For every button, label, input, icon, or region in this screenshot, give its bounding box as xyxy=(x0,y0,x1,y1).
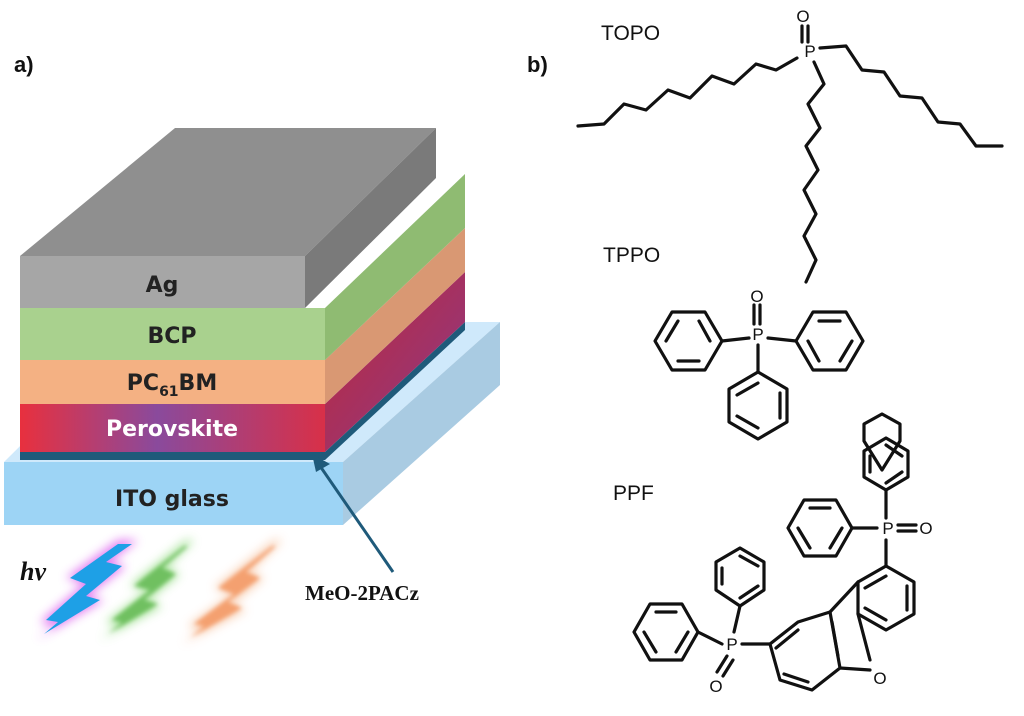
bcp-layer: BCP xyxy=(20,174,465,360)
panel-b-label: b) xyxy=(527,52,548,77)
interlayer-arrow xyxy=(312,454,395,573)
ppf-structure: P O O xyxy=(632,412,933,696)
ag-layer: Ag xyxy=(20,128,436,308)
pcbm-label-main: PC xyxy=(127,371,159,396)
hv-label: hv xyxy=(20,557,46,586)
topo-phosphorus-atom: P xyxy=(804,42,815,61)
pcbm-layer: PC61BM xyxy=(20,228,465,404)
perovskite-layer: Perovskite xyxy=(20,272,465,452)
ppf-lower-oxygen-atom: O xyxy=(709,677,722,696)
pcbm-label-subscript: 61 xyxy=(159,384,178,400)
pcbm-label-end: BM xyxy=(179,371,218,396)
topo-name: TOPO xyxy=(601,22,660,45)
meo-2pacz-layer xyxy=(20,322,465,460)
tppo-oxygen-atom: O xyxy=(750,287,763,306)
tppo-structure: O P xyxy=(653,287,865,441)
ppf-furan-oxygen-atom: O xyxy=(873,669,886,688)
topo-structure: O P xyxy=(576,7,1004,284)
bcp-label: BCP xyxy=(147,324,196,349)
panel-b: b) TOPO O P TPPO O P xyxy=(527,7,1004,696)
panel-a-label: a) xyxy=(14,52,34,77)
ppf-upper-oxygen-atom: O xyxy=(919,519,932,538)
ppf-upper-phosphorus-atom: P xyxy=(882,519,893,538)
ito-glass-label: ITO glass xyxy=(115,487,229,512)
tppo-name: TPPO xyxy=(603,244,660,267)
ag-label: Ag xyxy=(146,273,179,298)
topo-oxygen-atom: O xyxy=(796,7,809,26)
light-bolt-orange xyxy=(182,540,282,644)
light-bolt-blue xyxy=(36,540,138,640)
perovskite-label: Perovskite xyxy=(106,417,238,442)
panel-a: a) ITO glass Perovskite PC61BM xyxy=(4,52,500,644)
light-bolt-green xyxy=(100,540,194,640)
meo-2pacz-label: MeO-2PACz xyxy=(305,581,419,605)
tppo-phosphorus-atom: P xyxy=(752,325,763,344)
ppf-lower-phosphorus-atom: P xyxy=(726,635,737,654)
pcbm-label: PC61BM xyxy=(127,371,217,400)
ppf-name: PPF xyxy=(613,482,654,505)
